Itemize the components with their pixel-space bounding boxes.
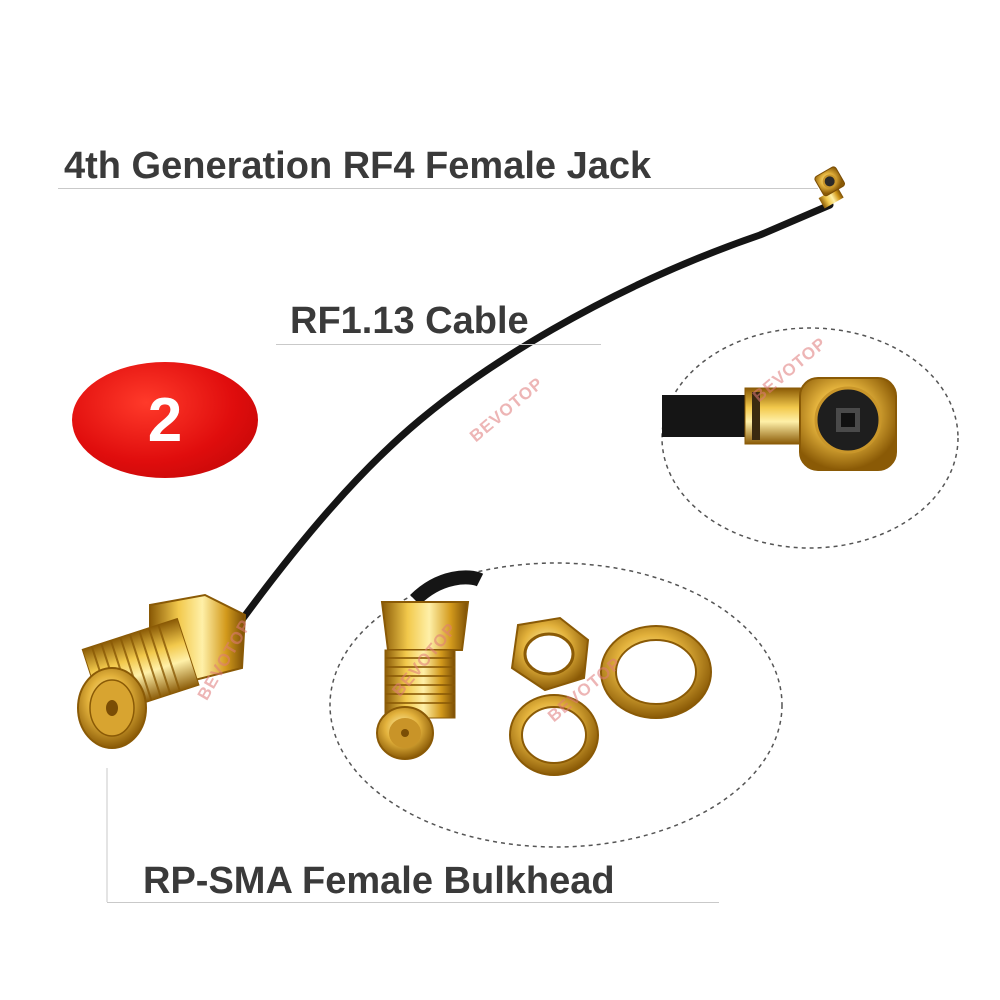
jack-label-rule bbox=[58, 188, 818, 189]
parts-detail-image bbox=[376, 570, 712, 776]
parts-detail-circle bbox=[329, 562, 783, 848]
jack-detail-image bbox=[662, 377, 897, 471]
rp-sma-connector bbox=[77, 593, 247, 749]
number-badge: 2 bbox=[72, 362, 258, 478]
jack-label: 4th Generation RF4 Female Jack bbox=[64, 145, 652, 187]
jack-detail-circle bbox=[661, 327, 959, 549]
badge-number: 2 bbox=[147, 385, 183, 455]
cable-label: RF1.13 Cable bbox=[290, 300, 529, 342]
cable-label-rule bbox=[276, 344, 601, 345]
cable bbox=[232, 201, 834, 632]
bulkhead-label: RP-SMA Female Bulkhead bbox=[143, 860, 615, 902]
bulkhead-label-rule bbox=[107, 902, 719, 903]
rf4-jack bbox=[814, 166, 845, 209]
